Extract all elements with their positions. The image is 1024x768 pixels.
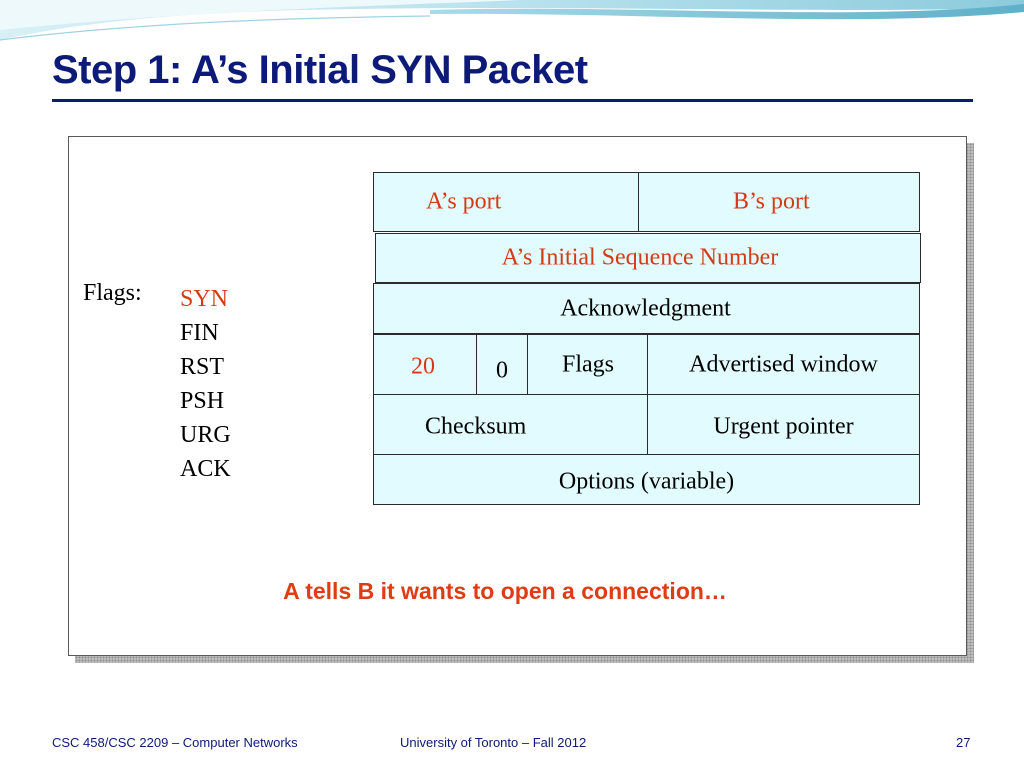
field-checksum: Checksum xyxy=(373,394,648,455)
field-reserved: 0 xyxy=(476,334,528,395)
field-flags-label: Flags xyxy=(562,351,615,377)
flags-label: Flags: xyxy=(83,280,142,306)
slide-title: Step 1: A’s Initial SYN Packet xyxy=(52,48,588,92)
title-underline xyxy=(52,99,973,102)
footer-course: CSC 458/CSC 2209 – Computer Networks xyxy=(52,735,298,750)
field-flags: Flags xyxy=(527,334,648,395)
flag-psh: PSH xyxy=(180,388,225,414)
footer-institution: University of Toronto – Fall 2012 xyxy=(400,735,587,750)
field-reserved-value: 0 xyxy=(496,357,508,384)
field-destination-port: B’s port xyxy=(638,172,920,232)
field-acknowledgment-label: Acknowledgment xyxy=(560,295,731,321)
header-wave-decoration xyxy=(0,0,1024,41)
field-options-label: Options (variable) xyxy=(558,468,735,495)
flag-list: SYN FIN RST PSH URG ACK xyxy=(180,282,231,486)
field-advertised-window-label: Advertised window xyxy=(689,351,878,378)
flag-ack: ACK xyxy=(180,456,231,482)
field-destination-port-label: B’s port xyxy=(733,188,810,215)
field-acknowledgment: Acknowledgment xyxy=(373,283,920,334)
flag-urg: URG xyxy=(180,422,231,448)
flag-syn: SYN xyxy=(180,286,229,312)
field-source-port-label: A’s port xyxy=(426,188,502,215)
field-urgent-pointer-label: Urgent pointer xyxy=(713,413,854,440)
field-checksum-label: Checksum xyxy=(425,413,527,440)
field-sequence-number-label: A’s Initial Sequence Number xyxy=(501,244,779,271)
field-header-length: 20 xyxy=(373,334,477,395)
field-header-length-value: 20 xyxy=(411,353,435,380)
field-source-port: A’s port xyxy=(373,172,639,232)
field-options: Options (variable) xyxy=(373,454,920,505)
field-urgent-pointer: Urgent pointer xyxy=(647,394,920,455)
flag-rst: RST xyxy=(180,354,225,380)
flag-fin: FIN xyxy=(180,320,219,346)
field-advertised-window: Advertised window xyxy=(647,334,920,395)
field-sequence-number: A’s Initial Sequence Number xyxy=(375,233,921,283)
slide-caption: A tells B it wants to open a connection… xyxy=(283,578,727,604)
footer-page-number: 27 xyxy=(956,735,971,750)
